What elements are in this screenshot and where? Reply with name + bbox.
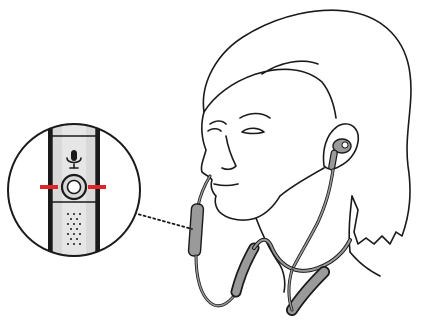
earbud-tip (342, 142, 348, 148)
eyebrow-right (240, 114, 270, 119)
shoulder-line (350, 252, 380, 276)
inline-remote (188, 204, 204, 257)
eye-right (242, 128, 264, 133)
indicator-line-right (88, 185, 106, 189)
headset (188, 139, 351, 310)
callout-magnifier (8, 110, 140, 280)
person-figure (201, 10, 411, 292)
neckband-collar (254, 240, 350, 271)
right-cable (292, 170, 333, 270)
nose (222, 136, 236, 169)
jawline (280, 168, 324, 196)
mouth (214, 184, 238, 186)
indicator-line-left (40, 185, 58, 189)
hair-outline (203, 10, 411, 244)
callout-leader (134, 213, 192, 229)
hair-strand (262, 61, 318, 74)
neck-front (256, 218, 285, 292)
hair-fringe (204, 69, 336, 118)
eye-left (208, 129, 221, 131)
eyebrow-left (210, 121, 226, 124)
